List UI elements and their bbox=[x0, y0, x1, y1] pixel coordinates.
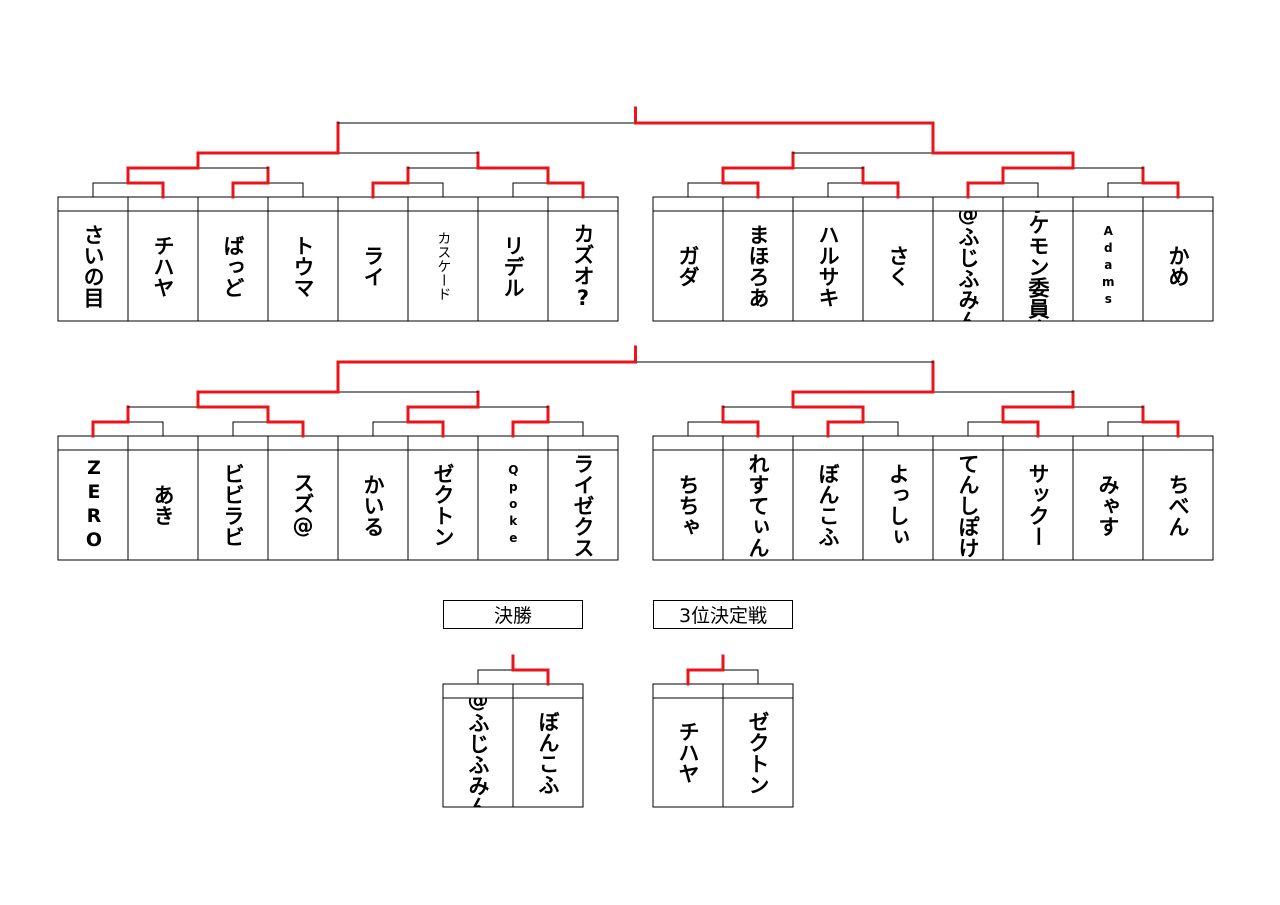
player-cell: @ふじふみん bbox=[933, 211, 1003, 321]
third-place-label: 3位決定戦 bbox=[653, 600, 793, 629]
player-name: ゼクトン bbox=[431, 463, 456, 547]
player-cell: チハヤ bbox=[128, 211, 198, 321]
player-cell: サックー bbox=[1003, 450, 1073, 560]
player-name: ライ bbox=[361, 245, 386, 287]
player-name: サックー bbox=[1026, 463, 1051, 547]
player-cell: スズ@ bbox=[268, 450, 338, 560]
player-cell: さく bbox=[863, 211, 933, 321]
player-name: あき bbox=[151, 484, 176, 526]
player-name: かいる bbox=[361, 473, 386, 537]
player-name: トウマ bbox=[291, 234, 316, 298]
player-name: ガダ bbox=[676, 245, 701, 287]
player-cell: ライゼクス bbox=[548, 450, 618, 560]
player-name: ハルサキ bbox=[816, 224, 841, 308]
player-name: ぼんこふ bbox=[536, 710, 561, 795]
player-cell: ばっど bbox=[198, 211, 268, 321]
player-cell: トウマ bbox=[268, 211, 338, 321]
player-cell: カスケード bbox=[408, 211, 478, 321]
player-cell: まほろあ bbox=[723, 211, 793, 321]
player-cell: ぼんこふ bbox=[793, 450, 863, 560]
player-name: れすてぃん bbox=[746, 452, 771, 558]
player-name: @ふじふみん bbox=[466, 698, 491, 807]
player-name: @ふじふみん bbox=[956, 211, 981, 321]
player-name: てんしぽけ bbox=[956, 452, 981, 558]
player-name: ZERO bbox=[82, 457, 105, 553]
player-cell: てんしぽけ bbox=[933, 450, 1003, 560]
player-name: よっしぃ bbox=[886, 463, 911, 547]
player-cell: チハヤ bbox=[653, 698, 723, 807]
player-cell: かいる bbox=[338, 450, 408, 560]
player-cell: ぼんこふ bbox=[513, 698, 583, 807]
player-cell: リデル bbox=[478, 211, 548, 321]
player-name: リデル bbox=[501, 234, 526, 298]
player-name: ゼクトン bbox=[746, 710, 771, 795]
player-cell: ちちゃ bbox=[653, 450, 723, 560]
player-name: ビビラビ bbox=[221, 463, 246, 547]
player-cell: カズオ? bbox=[548, 211, 618, 321]
player-name: Adams bbox=[1101, 223, 1116, 309]
player-name: かめ bbox=[1166, 245, 1191, 287]
player-cell: れすてぃん bbox=[723, 450, 793, 560]
player-cell: かめ bbox=[1143, 211, 1213, 321]
player-cell: ハルサキ bbox=[793, 211, 863, 321]
final-label: 決勝 bbox=[443, 600, 583, 629]
player-name: ちべん bbox=[1166, 473, 1191, 537]
player-cell: あき bbox=[128, 450, 198, 560]
player-name: Qpoke bbox=[506, 462, 521, 548]
player-name: みゃす bbox=[1096, 473, 1121, 537]
player-name: ばっど bbox=[221, 234, 246, 298]
player-name: スズ@ bbox=[291, 472, 316, 538]
player-cell: ZERO bbox=[58, 450, 128, 560]
player-cell: みゃす bbox=[1073, 450, 1143, 560]
player-name: カズオ? bbox=[571, 222, 596, 310]
player-cell: ライ bbox=[338, 211, 408, 321]
player-name: ライゼクス bbox=[571, 452, 596, 558]
player-cell: よっしぃ bbox=[863, 450, 933, 560]
player-name: さく bbox=[886, 245, 911, 287]
player-name: ポケモン委員会 bbox=[1026, 211, 1051, 321]
player-cell: ちべん bbox=[1143, 450, 1213, 560]
player-name: カスケード bbox=[435, 231, 452, 301]
player-name: ちちゃ bbox=[676, 473, 701, 537]
player-cell: @ふじふみん bbox=[443, 698, 513, 807]
player-cell: Adams bbox=[1073, 211, 1143, 321]
player-cell: ビビラビ bbox=[198, 450, 268, 560]
player-name: まほろあ bbox=[746, 224, 771, 308]
player-cell: ガダ bbox=[653, 211, 723, 321]
player-cell: ゼクトン bbox=[723, 698, 793, 807]
player-name: チハヤ bbox=[151, 234, 176, 298]
player-cell: Qpoke bbox=[478, 450, 548, 560]
player-name: チハヤ bbox=[676, 721, 701, 784]
player-cell: ポケモン委員会 bbox=[1003, 211, 1073, 321]
player-cell: さいの目 bbox=[58, 211, 128, 321]
player-name: ぼんこふ bbox=[816, 463, 841, 547]
player-name: さいの目 bbox=[81, 224, 106, 308]
player-cell: ゼクトン bbox=[408, 450, 478, 560]
